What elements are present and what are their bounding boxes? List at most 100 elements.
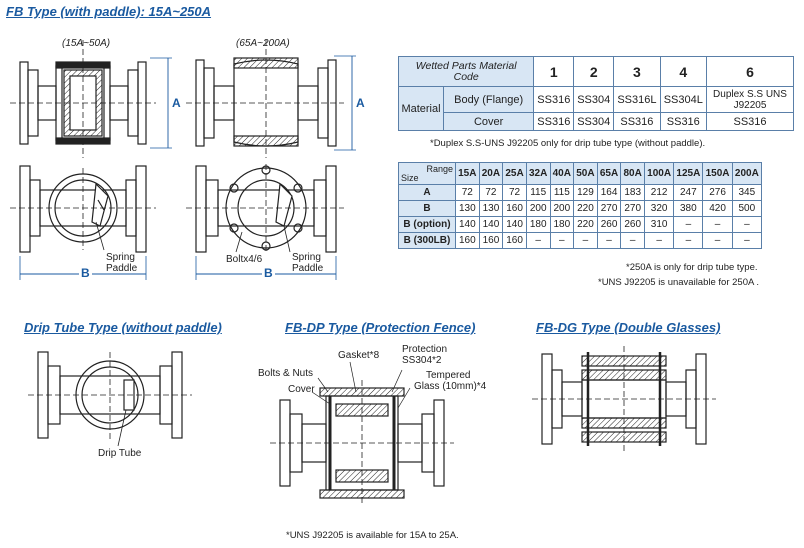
code-header-line-1: Wetted Parts Material — [415, 59, 517, 72]
size-cell: 270 — [596, 200, 622, 217]
size-column-header: 32A — [525, 162, 551, 185]
size-cell: – — [702, 232, 733, 249]
cover-cell: SS316 — [613, 112, 661, 131]
cover-cell: SS304 — [573, 112, 615, 131]
spring-label-1: Spring — [106, 252, 135, 263]
size-cell: – — [673, 216, 704, 233]
cover-cell: SS316 — [706, 112, 794, 131]
paddle-label-1: Paddle — [106, 263, 138, 274]
size-cell: 72 — [502, 184, 527, 201]
fb-dg-view — [532, 346, 716, 454]
fb-dp-heading: FB-DP Type (Protection Fence) — [285, 320, 476, 335]
paddle-label-2: Paddle — [292, 263, 324, 274]
cover-label: Cover — [288, 384, 315, 395]
protection-label: Protection — [402, 344, 448, 355]
size-column-header: 100A — [643, 162, 675, 185]
bolt-label: Boltx4/6 — [226, 254, 263, 265]
size-cell: 320 — [643, 200, 675, 217]
size-cell: 260 — [620, 216, 645, 233]
glass-label: Glass (10mm)*4 — [414, 381, 487, 392]
size-cell: – — [702, 216, 733, 233]
size-cell: 276 — [702, 184, 733, 201]
material-code-header: Wetted Parts Material Code — [397, 56, 535, 87]
fb-small-side-view — [10, 40, 172, 158]
large-range-label: (65A~200A) — [236, 38, 290, 49]
size-column-header: 80A — [620, 162, 645, 185]
size-row-label: B (300LB) — [398, 232, 456, 249]
size-cell: 310 — [643, 216, 675, 233]
size-column-header: 125A — [673, 162, 704, 185]
size-cell: 260 — [596, 216, 622, 233]
size-cell: 115 — [549, 184, 575, 201]
size-cell: – — [673, 232, 704, 249]
body-cell: SS304 — [573, 86, 615, 113]
size-cell: 220 — [573, 200, 598, 217]
size-cell: 140 — [502, 216, 527, 233]
tempered-label: Tempered — [426, 370, 471, 381]
size-cell: 200 — [549, 200, 575, 217]
small-range-label: (15A~50A) — [62, 38, 111, 49]
fb-large-front-view — [186, 164, 344, 280]
size-cell: 212 — [643, 184, 675, 201]
size-column-header: 50A — [573, 162, 598, 185]
size-cell: 160 — [502, 200, 527, 217]
size-cell: – — [620, 232, 645, 249]
size-row-label: A — [398, 184, 456, 201]
material-label: Material — [398, 86, 444, 131]
size-cell: 164 — [596, 184, 622, 201]
code-2: 2 — [573, 56, 615, 87]
code-4: 4 — [659, 56, 708, 87]
size-cell: 160 — [502, 232, 527, 249]
bottom-note: *UNS J92205 is available for 15A to 25A. — [286, 530, 459, 541]
size-column-header: 25A — [502, 162, 527, 185]
body-flange-label: Body (Flange) — [442, 86, 535, 113]
size-cell: 220 — [573, 216, 598, 233]
size-cell: – — [525, 232, 551, 249]
size-cell: 115 — [525, 184, 551, 201]
bolts-nuts-label: Bolts & Nuts — [258, 368, 314, 379]
size-cell: – — [643, 232, 675, 249]
body-cell: Duplex S.S UNS J92205 — [706, 86, 794, 113]
dimension-b-label-2: B — [262, 266, 275, 280]
size-column-header: 200A — [731, 162, 763, 185]
size-cell: 180 — [525, 216, 551, 233]
size-label: Size — [401, 172, 419, 183]
range-label: Range — [426, 163, 453, 174]
size-cell: 72 — [455, 184, 480, 201]
size-cell: 500 — [731, 200, 763, 217]
size-cell: 183 — [620, 184, 645, 201]
code-3: 3 — [613, 56, 661, 87]
size-cell: 140 — [478, 216, 504, 233]
size-column-header: 40A — [549, 162, 575, 185]
size-cell: – — [596, 232, 622, 249]
size-cell: 72 — [478, 184, 504, 201]
size-cell: 200 — [525, 200, 551, 217]
fb-dp-view — [270, 361, 454, 506]
cover-cell: SS316 — [533, 112, 575, 131]
fb-large-side-view — [186, 40, 356, 158]
size-cell: 180 — [549, 216, 575, 233]
material-note: *Duplex S.S-UNS J92205 only for drip tub… — [430, 138, 706, 149]
size-cell: – — [731, 232, 763, 249]
size-note-1: *250A is only for drip tube type. — [626, 262, 758, 273]
dimension-a-label-2: A — [356, 96, 365, 110]
gasket-label: Gasket*8 — [338, 350, 380, 361]
size-cell: 420 — [702, 200, 733, 217]
size-cell: 130 — [455, 200, 480, 217]
size-column-header: 65A — [596, 162, 622, 185]
size-column-header: 20A — [478, 162, 504, 185]
size-note-2: *UNS J92205 is unavailable for 250A . — [598, 277, 760, 288]
drip-tube-heading: Drip Tube Type (without paddle) — [24, 320, 222, 335]
size-cell: – — [573, 232, 598, 249]
material-table: Wetted Parts Material Code 1 2 3 4 6 Mat… — [397, 56, 794, 131]
body-cell: SS316 — [533, 86, 575, 113]
size-cell: 130 — [478, 200, 504, 217]
dimension-a-label: A — [172, 96, 181, 110]
cover-row-label: Cover — [442, 112, 535, 131]
fb-dg-heading: FB-DG Type (Double Glasses) — [536, 320, 721, 335]
